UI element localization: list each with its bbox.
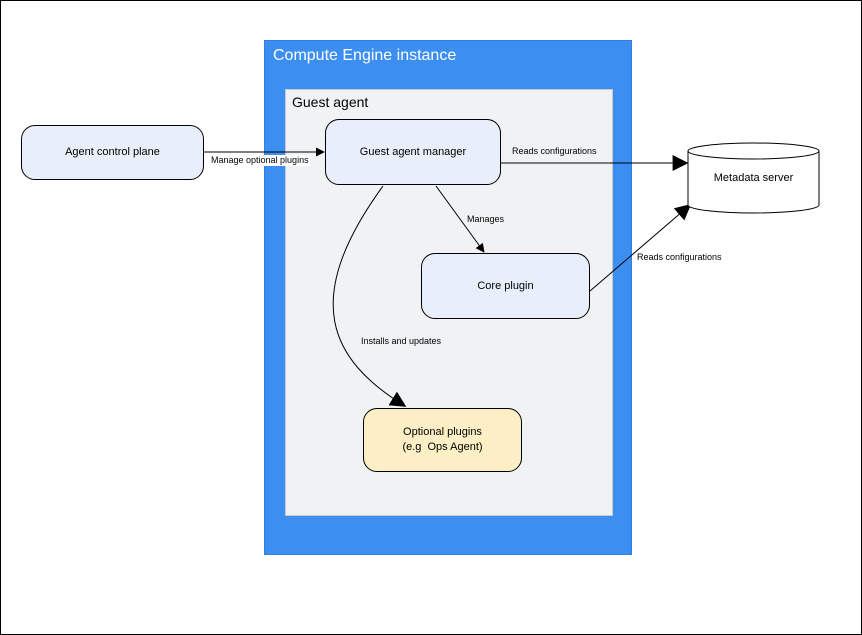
metadata-server-label: Metadata server	[713, 172, 794, 184]
agent-control-plane-node: Agent control plane	[21, 125, 204, 180]
edge-label-installs-and-updates: Installs and updates	[361, 336, 442, 346]
guest-agent-title: Guest agent	[292, 94, 369, 110]
optional-plugins-node: Optional plugins (e.g Ops Agent)	[363, 408, 522, 472]
metadata-server-cylinder	[687, 142, 820, 214]
edge-label-reads-configurations-core: Reads configurations	[637, 252, 722, 262]
edge-label-reads-configurations-manager: Reads configurations	[512, 146, 597, 156]
optional-plugins-label: Optional plugins	[403, 426, 482, 438]
edge-reads-configurations-core	[589, 203, 692, 292]
agent-control-plane-label: Agent control plane	[65, 146, 160, 158]
optional-plugins-example-label: (e.g Ops Agent)	[402, 441, 483, 453]
compute-engine-instance-title: Compute Engine instance	[273, 47, 457, 64]
edge-label-manages: Manages	[467, 214, 505, 224]
edge-installs-and-updates	[332, 185, 407, 407]
edge-label-manage-optional-plugins: Manage optional plugins	[210, 155, 310, 166]
edge-manages	[435, 185, 485, 253]
guest-agent-manager-label: Guest agent manager	[359, 145, 467, 158]
guest-agent-manager-node: Guest agent manager	[325, 119, 501, 185]
core-plugin-label: Core plugin	[477, 279, 534, 292]
core-plugin-node: Core plugin	[421, 253, 590, 319]
